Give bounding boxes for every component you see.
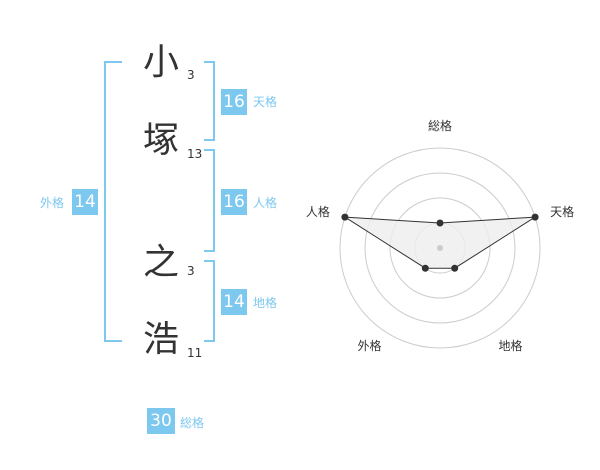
radar-point-5 (341, 213, 349, 221)
chikaku-bracket (204, 260, 215, 342)
chikaku-label: 地格 (253, 296, 278, 310)
radar-point-2 (531, 213, 539, 221)
gaikaku-bracket (104, 61, 122, 342)
name-char-4: 浩 (143, 319, 180, 360)
name-char-1: 小 (143, 42, 180, 83)
radar-axis-label-5: 人格 (306, 204, 330, 219)
soukaku-label: 総格 (180, 416, 205, 430)
radar-grid-ring-2 (389, 197, 491, 299)
chikaku-value: 14 (221, 289, 247, 315)
radar-grid-ring-4 (339, 147, 541, 349)
name-char-2: 塚 (143, 120, 180, 161)
radar-axis-label-2: 天格 (550, 204, 574, 219)
jinkaku-label: 人格 (253, 196, 278, 210)
jinkaku-value: 16 (221, 189, 247, 215)
stroke-count-2: 13 (187, 147, 203, 161)
jinkaku-bracket (204, 149, 215, 252)
radar-point-1 (436, 219, 444, 227)
radar-point-3 (451, 264, 459, 272)
radar-axis-label-4: 外格 (357, 338, 381, 353)
radar-area (344, 216, 536, 269)
radar-point-4 (421, 264, 429, 272)
tenkaku-value: 16 (221, 89, 247, 115)
radar-center-dot (437, 245, 443, 251)
tenkaku-label: 天格 (253, 95, 278, 109)
radar-grid-ring-3 (364, 172, 516, 324)
gaikaku-label: 外格 (40, 196, 65, 210)
stroke-count-4: 11 (187, 346, 203, 360)
radar-axis-label-1: 総格 (428, 118, 452, 133)
name-char-3: 之 (143, 242, 180, 283)
gaikaku-value: 14 (72, 189, 98, 215)
soukaku-value: 30 (147, 408, 175, 434)
tenkaku-bracket (204, 61, 215, 141)
stroke-count-3: 3 (187, 264, 195, 278)
stroke-count-1: 3 (187, 68, 195, 82)
radar-axis-label-3: 地格 (499, 338, 523, 353)
